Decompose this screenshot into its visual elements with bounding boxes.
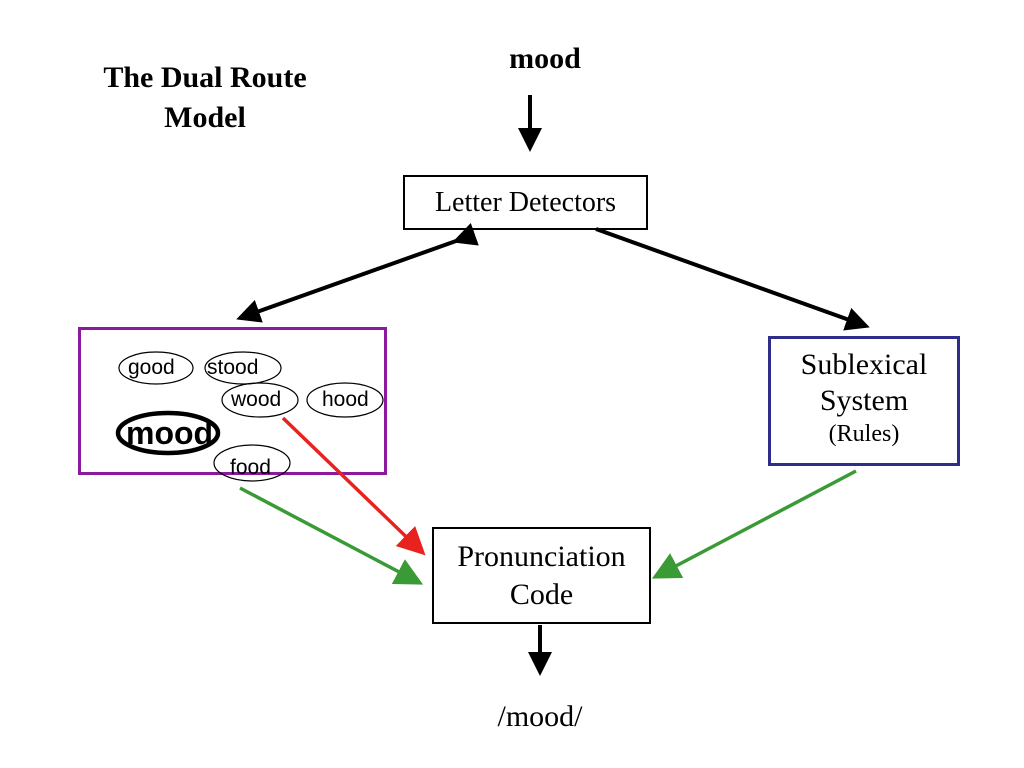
detectors-lexicon-arrow (236, 222, 479, 323)
rules-label: (Rules) (828, 421, 900, 447)
activation-arrow (281, 416, 426, 556)
word-mood-highlighted: mood (126, 415, 214, 451)
lexicon-pronunciation-arrow (239, 486, 424, 585)
lexicon-box (78, 327, 387, 475)
sublexical-system-box: Sublexical System (Rules) (768, 336, 960, 466)
letter-detectors-label: Letter Detectors (434, 187, 617, 218)
letter-detectors-box: Letter Detectors (403, 175, 648, 230)
pronunciation-code-box: Pronunciation Code (432, 527, 651, 624)
system-label: System (819, 384, 909, 417)
word-food: food (230, 456, 271, 479)
word-good: good (128, 356, 175, 379)
word-stood: stood (207, 356, 259, 379)
word-ellipse-food (213, 444, 291, 482)
word-ellipse-wood (221, 382, 299, 418)
code-label: Code (509, 578, 574, 611)
diagram-title: The Dual Route Model (103, 61, 307, 134)
detectors-sublexical-arrow (595, 227, 870, 331)
output-pronunciation: /mood/ (497, 700, 583, 733)
word-ellipse-good (118, 351, 194, 385)
sublexical-label: Sublexical (800, 348, 928, 381)
word-ellipse-stood (204, 351, 282, 385)
sublexical-pronunciation-arrow (651, 469, 857, 579)
word-ellipse-mood (115, 410, 221, 456)
word-hood: hood (322, 388, 369, 411)
word-wood: wood (231, 388, 282, 411)
pronunciation-label: Pronunciation (457, 540, 626, 573)
input-word: mood (509, 42, 581, 75)
word-ellipse-hood (306, 382, 384, 418)
